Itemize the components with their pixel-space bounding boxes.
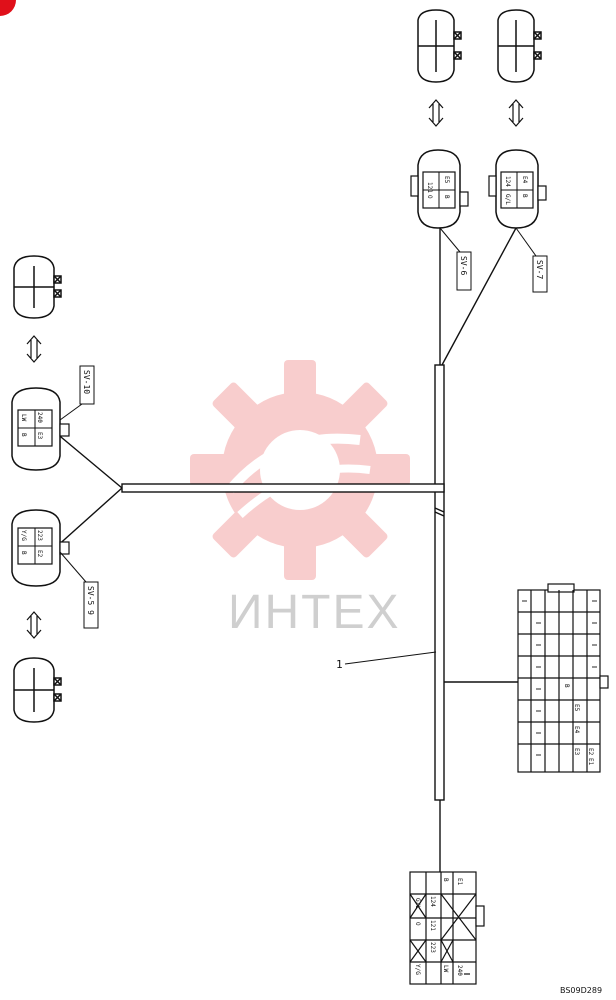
tag-sv59: SV-5 9 — [59, 551, 99, 629]
tag-label: SV-5 9 — [86, 586, 95, 615]
block-pin-label: E1 — [587, 758, 594, 766]
pin-label: Y/G — [20, 530, 27, 541]
pin-label: G/L — [504, 194, 511, 205]
pin-label: E5 — [443, 176, 450, 184]
block-label: B — [563, 684, 570, 688]
tag-sv7: SV-7 — [515, 227, 548, 293]
watermark-text: ИНТЕХ — [228, 586, 401, 639]
block-color-label: Y/G — [414, 964, 421, 975]
block-color-label: G/L — [414, 898, 421, 909]
connect-arrow-sv7 — [508, 99, 524, 127]
pin-label: 124 — [504, 176, 511, 187]
pin-label: E3 — [36, 432, 43, 440]
tag-label: SV-7 — [535, 260, 544, 279]
pin-label: LW — [20, 414, 27, 422]
pin-label: B — [443, 195, 450, 199]
harness-trunk — [54, 227, 518, 872]
pin-label: B — [521, 194, 528, 198]
block-wire-label: 240 — [456, 965, 463, 976]
tag-label: SV-10 — [82, 370, 91, 394]
pin-label: 223 — [36, 530, 43, 541]
block-wire-label: 124 — [429, 896, 436, 907]
pin-label: B — [20, 551, 27, 555]
block-pin-label: E4 — [573, 726, 580, 734]
pin-label: 121 — [426, 182, 433, 193]
connector-sv10: 240 E3 LW B — [11, 387, 70, 471]
tag-label: SV-6 — [459, 256, 468, 275]
pin-label: E2 — [36, 550, 43, 558]
block-wire-label: 121 — [429, 920, 436, 931]
block-color-label: O — [414, 922, 421, 926]
connect-arrow-sv6 — [428, 99, 444, 127]
tag-sv6: SV-6 — [439, 227, 472, 291]
block-pin-label: E1 — [456, 878, 463, 886]
connector-sv6: 121 E5 O B — [410, 149, 469, 229]
block-pin-label: E2 — [587, 748, 594, 756]
drawing-code: BS09D289 — [560, 986, 602, 995]
pin-label: E4 — [521, 176, 528, 184]
block-pin-label: E3 — [573, 748, 580, 756]
block-pin-label: B — [442, 878, 449, 882]
pin-label: O — [426, 195, 433, 199]
block-pin-label: E5 — [573, 704, 580, 712]
watermark-logo — [190, 360, 410, 580]
callout-number: 1 — [336, 658, 343, 671]
block-color-label: LW — [442, 965, 449, 973]
mating-plug-sv59 — [13, 657, 62, 723]
connector-sv7: 124 E4 G/L B — [488, 149, 547, 229]
connect-arrow-sv59 — [26, 611, 42, 639]
block-wire-label: 223 — [429, 942, 436, 953]
callout-1: 1 — [336, 651, 437, 671]
pin-label: 240 — [36, 412, 43, 423]
tag-sv10: SV-10 — [59, 365, 95, 421]
mating-plug-sv10 — [13, 255, 62, 319]
connect-arrow-sv10 — [26, 335, 42, 363]
bottom-connector-block — [409, 871, 485, 985]
right-connector-block — [517, 583, 609, 773]
connector-sv59: 223 E2 Y/G B — [11, 509, 70, 587]
pin-label: B — [20, 433, 27, 437]
mating-plug-sv7 — [497, 9, 542, 83]
mating-plug-sv6 — [417, 9, 462, 83]
